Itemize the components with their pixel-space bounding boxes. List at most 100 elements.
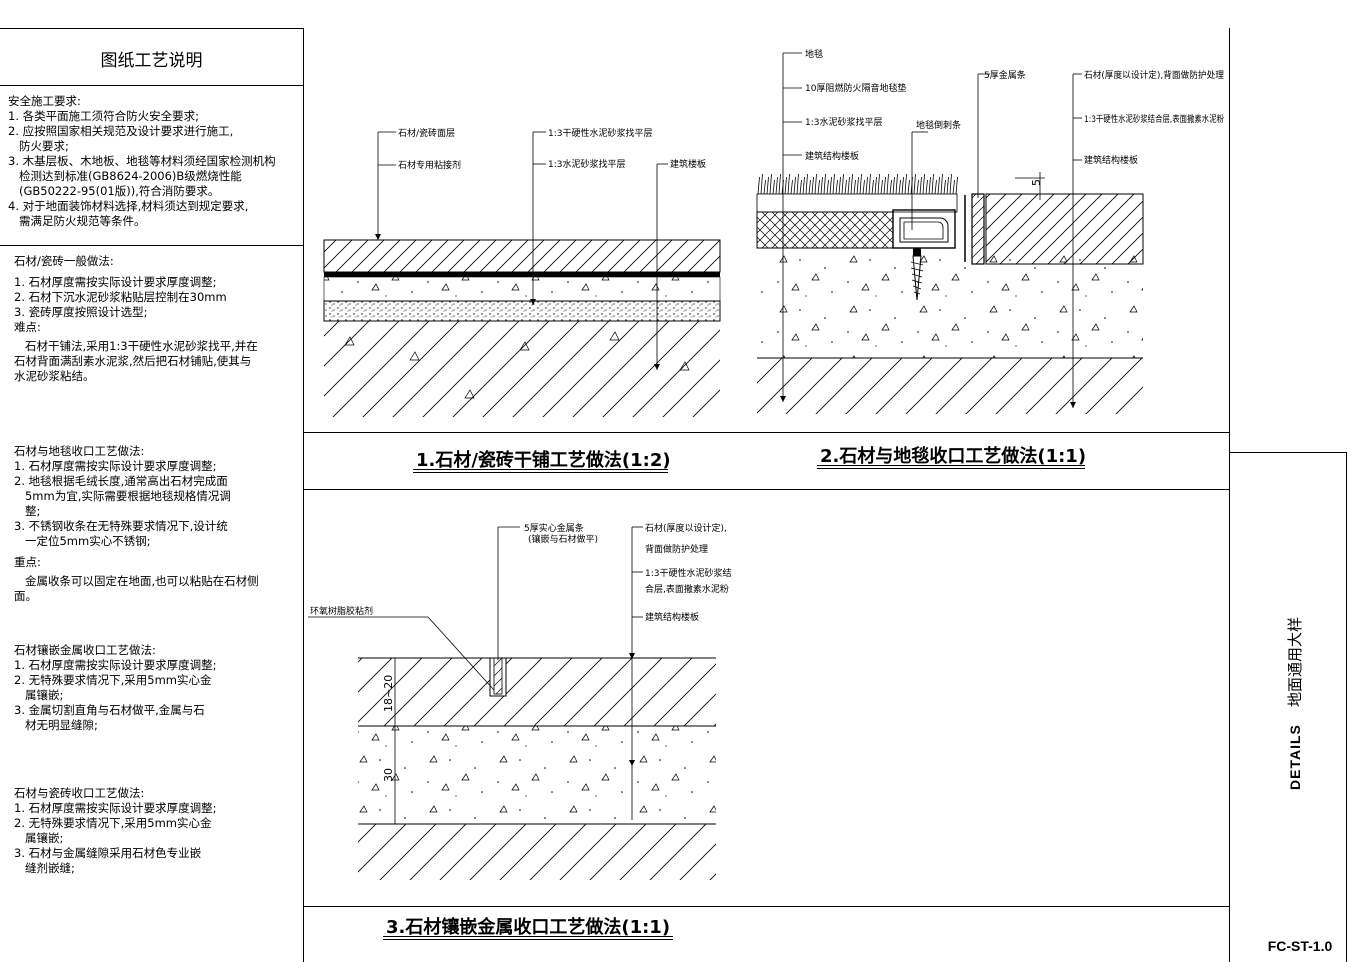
note-line: 整;: [14, 504, 41, 518]
note-line: 难点:: [14, 320, 41, 334]
d2-label-1: 10厚阻燃防火隔音地毯垫: [805, 82, 906, 94]
note-line: 面。: [14, 589, 37, 603]
d1-label-3: 1:3水泥砂浆找平层: [548, 158, 626, 170]
detail1-title-underline: [413, 469, 668, 470]
row1-title-rule-bottom: [303, 489, 1229, 490]
note-line: 3. 木基层板、木地板、地毯等材料须经国家检测机构: [8, 154, 276, 168]
frame-left-divider: [303, 28, 304, 962]
row2-title-rule: [303, 906, 1229, 907]
note-line: (GB50222-95(01版)),符合消防要求。: [8, 184, 220, 198]
note-line: 水泥砂浆粘结。: [14, 369, 95, 383]
sheet-title: DETAILS 地面通用大样: [1286, 617, 1304, 790]
frame-right-edge: [1346, 452, 1347, 962]
note-line: 石材/瓷砖一般做法:: [14, 254, 114, 268]
note-line: 缝剂嵌缝;: [14, 861, 75, 875]
detail1-labels: 石材/瓷砖面层 石材专用粘接剂 1:3干硬性水泥砂浆找平层 1:3水泥砂浆找平层…: [398, 127, 706, 171]
note-line: 2. 应按照国家相关规范及设计要求进行施工,: [8, 124, 234, 138]
d2-label-7: 1:3干硬性水泥砂浆结合层,表面撒素水泥粉: [1084, 113, 1224, 125]
metal-notes: 石材镶嵌金属收口工艺做法:1. 石材厚度需按实际设计要求厚度调整;2. 无特殊要…: [14, 643, 217, 733]
note-line: 1. 石材厚度需按实际设计要求厚度调整;: [14, 658, 217, 672]
d3-dim-1: 30: [382, 768, 395, 782]
d1-label-1: 1:3干硬性水泥砂浆找平层: [548, 127, 653, 139]
note-line: 1. 石材厚度需按实际设计要求厚度调整;: [14, 801, 217, 815]
detail3-title-underline2: [383, 939, 673, 940]
note-line: 1. 石材厚度需按实际设计要求厚度调整;: [14, 275, 217, 289]
sheet-title-cn: 地面通用大样: [1286, 617, 1304, 707]
note-line: 5mm为宜,实际需要根据地毯规格情况调: [14, 489, 231, 503]
detail2-title-underline: [817, 465, 1085, 466]
d3-label-0: 5厚实心金属条: [524, 522, 584, 534]
d1-label-0: 石材/瓷砖面层: [398, 127, 455, 139]
sheet-title-en: DETAILS: [1287, 724, 1303, 790]
note-line: 金属收条可以固定在地面,也可以粘贴在石材侧: [14, 574, 259, 588]
note-line: 1. 石材厚度需按实际设计要求厚度调整;: [14, 459, 217, 473]
note-line: 安全施工要求:: [8, 94, 81, 108]
d2-label-5: 地毯倒刺条: [916, 119, 961, 131]
note-line: 材无明显缝隙;: [14, 718, 98, 732]
d3-label-5: 合层,表面撒素水泥粉: [645, 583, 729, 595]
note-line: 石材镶嵌金属收口工艺做法:: [14, 643, 156, 657]
detail2-title: 2.石材与地毯收口工艺做法(1:1): [820, 446, 1087, 467]
sheet-number: FC-ST-1.0: [1267, 938, 1333, 954]
d3-label-2: 石材(厚度以设计定),: [645, 522, 727, 534]
detail1-section: [323, 131, 721, 417]
d2-label-6: 石材(厚度以设计定),背面做防护处理: [1084, 69, 1224, 81]
d2-label-2: 1:3水泥砂浆找平层: [805, 116, 883, 128]
note-line: 属镶嵌;: [14, 688, 64, 702]
note-line: 2. 无特殊要求情况下,采用5mm实心金: [14, 673, 212, 687]
note-line: 2. 石材下沉水泥砂浆粘贴层控制在30mm: [14, 290, 227, 304]
note-line: 重点:: [14, 555, 41, 569]
row1-title-rule-top: [303, 432, 1229, 433]
note-line: 2. 无特殊要求情况下,采用5mm实心金: [14, 816, 212, 830]
d2-label-4: 5厚金属条: [984, 69, 1026, 81]
frame-top: [0, 28, 303, 29]
detail3-title: 3.石材镶嵌金属收口工艺做法(1:1): [386, 917, 671, 938]
note-line: 2. 地毯根据毛绒长度,通常高出石材完成面: [14, 474, 228, 488]
detail2-labels: 地毯 10厚阻燃防火隔音地毯垫 1:3水泥砂浆找平层 建筑结构楼板 5厚金属条 …: [805, 48, 1224, 186]
note-line: 4. 对于地面装饰材料选择,材料须达到规定要求,: [8, 199, 249, 213]
d3-label-3: 背面做防护处理: [645, 543, 708, 555]
d3-label-1: (镶嵌与石材做平): [528, 533, 598, 545]
detail2-section: [756, 52, 1144, 414]
note-line: 防火要求;: [8, 139, 69, 153]
d3-label-7: 环氧树脂胶粘剂: [310, 605, 373, 617]
tile-notes: 石材与瓷砖收口工艺做法:1. 石材厚度需按实际设计要求厚度调整;2. 无特殊要求…: [14, 786, 217, 876]
note-line: 石材背面满刮素水泥浆,然后把石材铺贴,使其与: [14, 354, 252, 368]
d2-label-0: 地毯: [805, 48, 823, 60]
detail1-title-underline2: [413, 472, 668, 473]
detail3-labels: 5厚实心金属条 (镶嵌与石材做平) 石材(厚度以设计定), 背面做防护处理 1:…: [310, 522, 732, 782]
note-line: 3. 瓷砖厚度按照设计选型;: [14, 305, 148, 319]
frame-right-divider: [1229, 28, 1230, 962]
note-line: 检测达到标准(GB8624-2006)B级燃烧性能: [8, 169, 242, 183]
detail3-section: [308, 526, 716, 880]
d3-label-6: 建筑结构楼板: [645, 611, 699, 623]
note-line: 石材与地毯收口工艺做法:: [14, 444, 145, 458]
panel-title-rule: [0, 85, 303, 86]
stone-notes: 石材/瓷砖一般做法: 1. 石材厚度需按实际设计要求厚度调整;2. 石材下沉水泥砂…: [14, 254, 258, 384]
d1-label-2: 石材专用粘接剂: [398, 159, 461, 171]
carpet-notes: 石材与地毯收口工艺做法:1. 石材厚度需按实际设计要求厚度调整;2. 地毯根据毛…: [14, 444, 259, 604]
d2-label-3: 建筑结构楼板: [805, 150, 859, 162]
note-line: 需满足防火规范等条件。: [8, 214, 146, 228]
d3-dim-0: 18~20: [382, 675, 395, 712]
note-line: 1. 各类平面施工须符合防火安全要求;: [8, 109, 200, 123]
safety-notes: 安全施工要求:1. 各类平面施工须符合防火安全要求;2. 应按照国家相关规范及设…: [8, 94, 276, 229]
note-line: 3. 不锈钢收条在无特殊要求情况下,设计统: [14, 519, 228, 533]
panel-safety-rule: [0, 245, 303, 246]
note-line: 一定位5mm实心不锈钢;: [14, 534, 151, 548]
detail3-title-underline: [383, 936, 673, 937]
d2-dim-5: 5: [1030, 179, 1043, 186]
d1-label-4: 建筑楼板: [670, 158, 706, 170]
note-line: 3. 金属切割直角与石材做平,金属与石: [14, 703, 205, 717]
title-block-rule: [1229, 452, 1346, 453]
d2-label-8: 建筑结构楼板: [1084, 154, 1138, 166]
notes-panel-title: 图纸工艺说明: [100, 51, 203, 71]
note-line: 属镶嵌;: [14, 831, 64, 845]
note-line: 3. 石材与金属缝隙采用石材色专业嵌: [14, 846, 202, 860]
note-line: 石材与瓷砖收口工艺做法:: [14, 786, 145, 800]
detail2-title-underline2: [817, 468, 1085, 469]
detail1-title: 1.石材/瓷砖干铺工艺做法(1:2): [416, 450, 671, 471]
note-line: 石材干铺法,采用1:3干硬性水泥砂浆找平,并在: [14, 339, 258, 353]
d3-label-4: 1:3干硬性水泥砂浆结: [645, 567, 732, 579]
